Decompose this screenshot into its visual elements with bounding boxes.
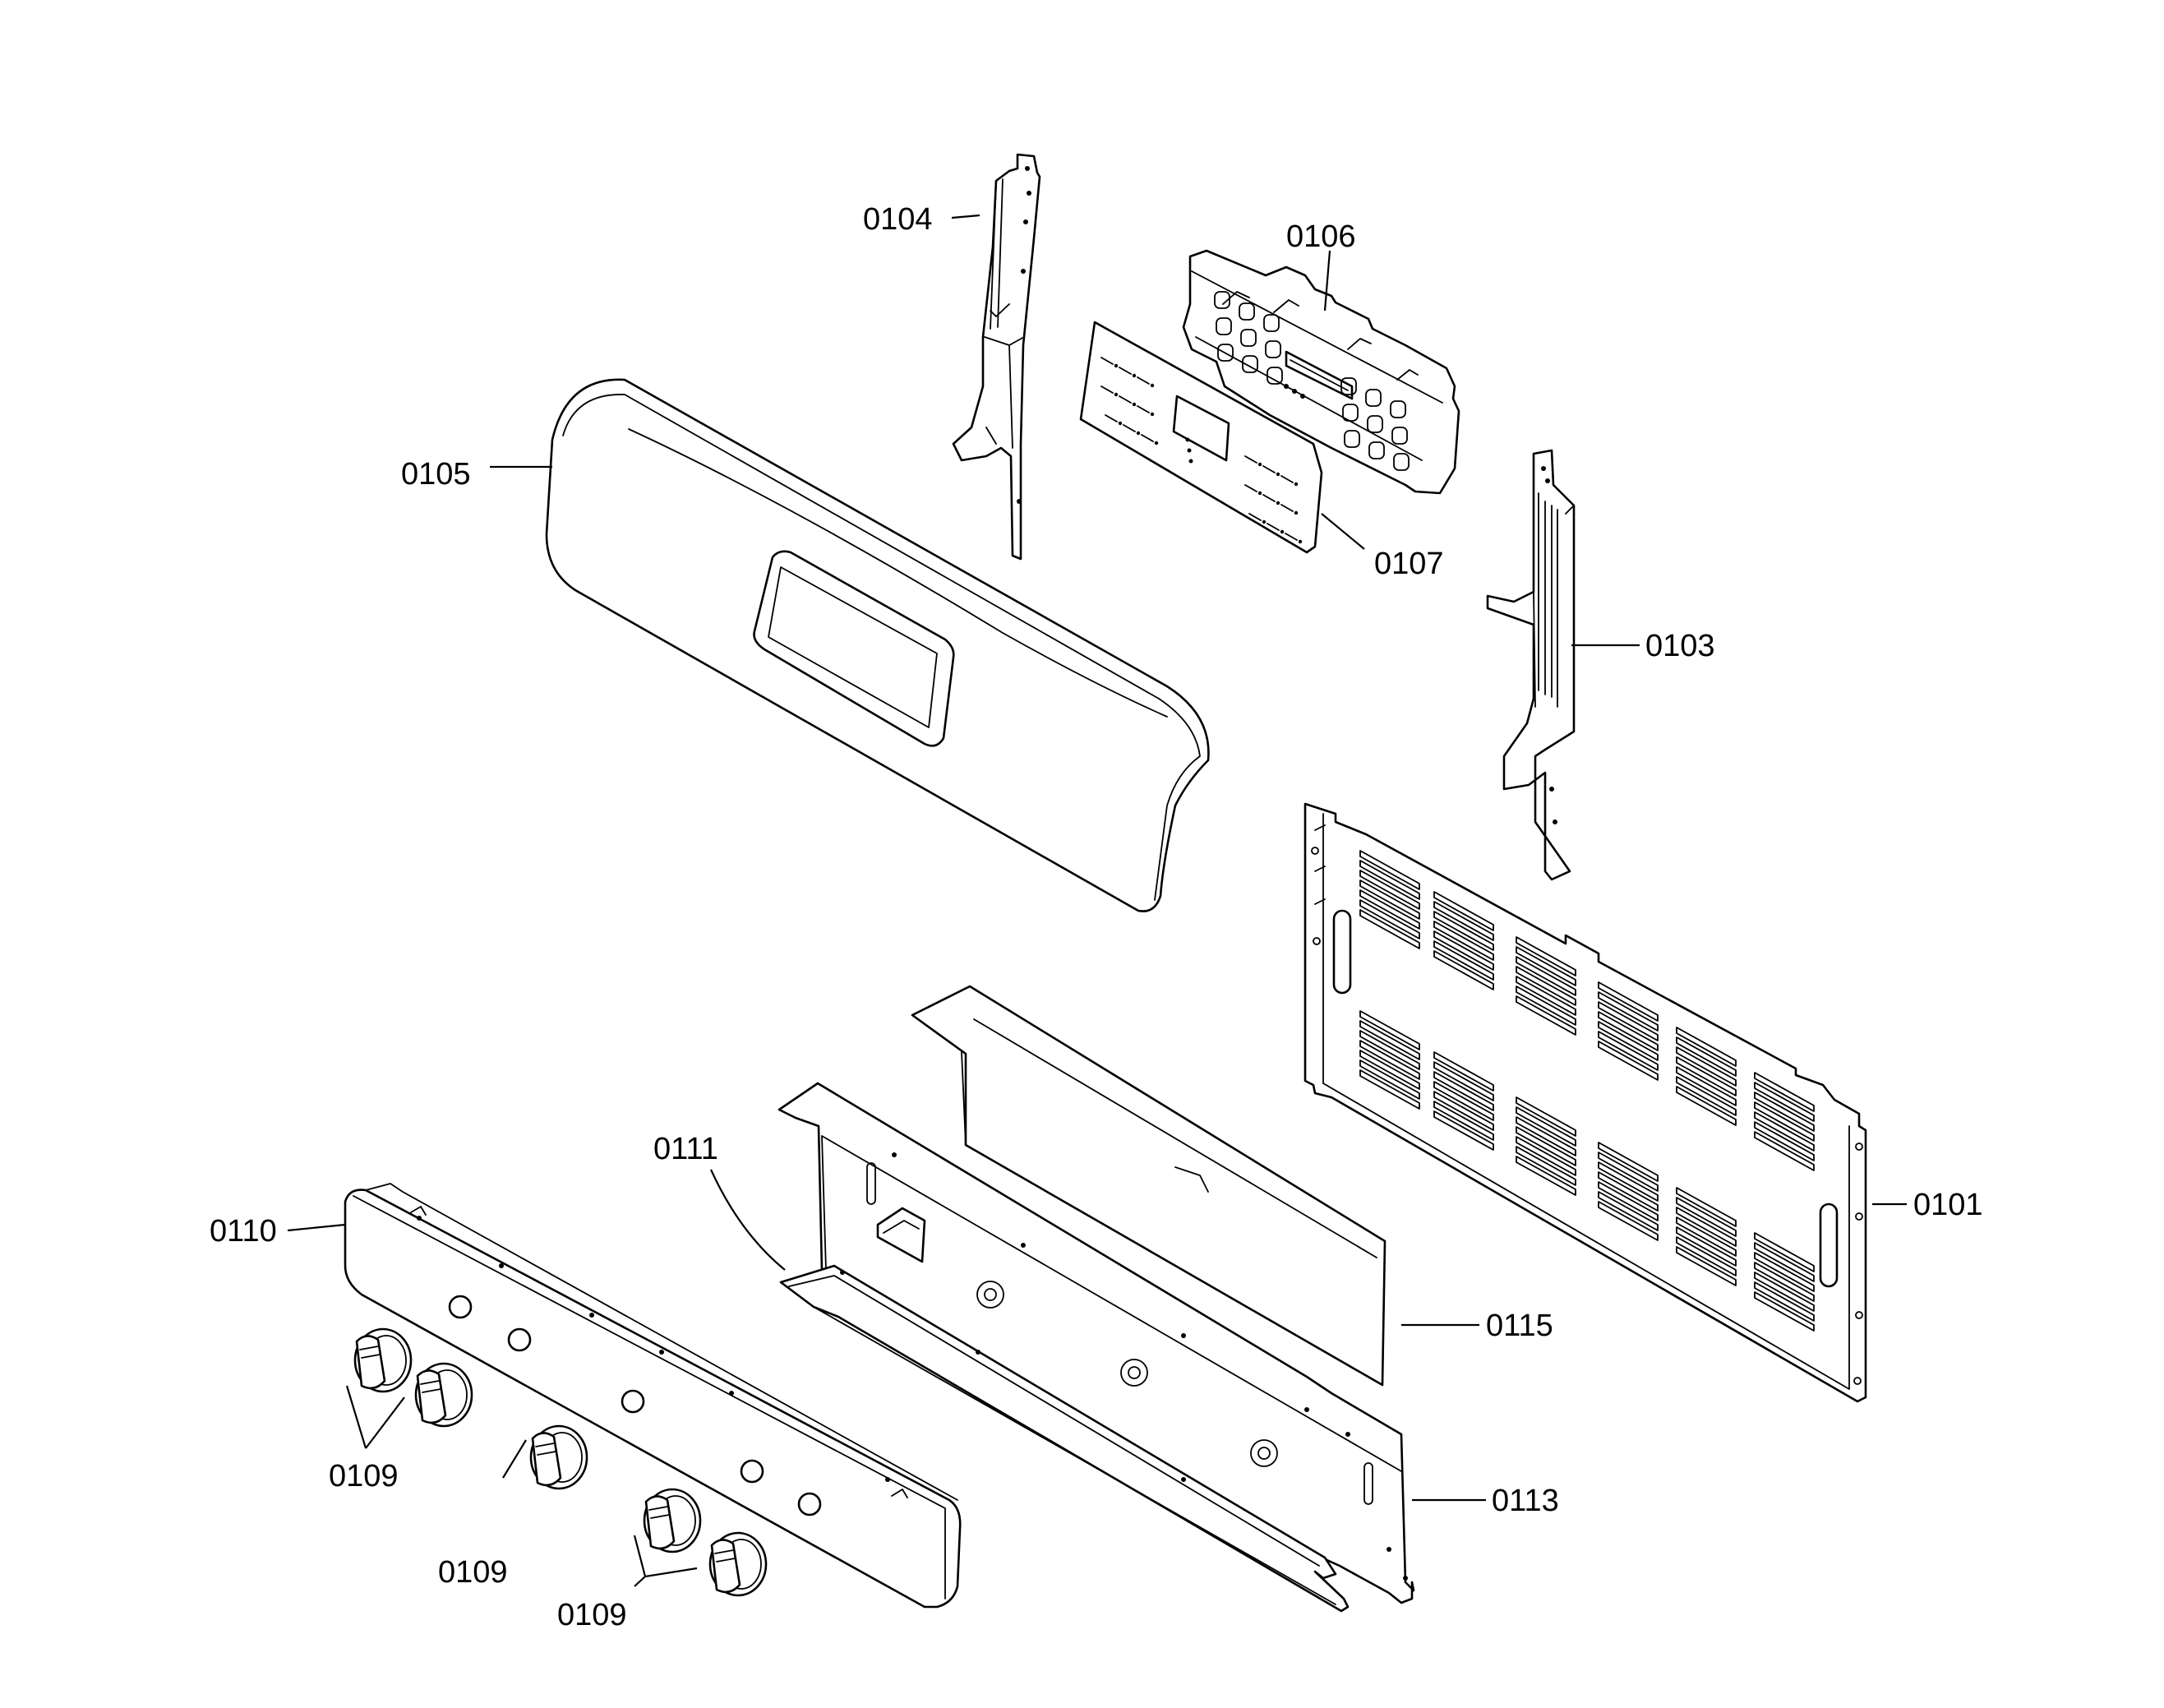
button-grid: [1214, 291, 1410, 471]
mounting-hole-icon: [1853, 1377, 1862, 1385]
control-knob-group: [353, 1327, 768, 1597]
keypad-button-icon: [1267, 367, 1283, 385]
keypad-button-icon: [1390, 400, 1406, 418]
label-0107: 0107: [1374, 547, 1444, 581]
label-0105: 0105: [401, 457, 471, 492]
mounting-hole-icon: [1250, 1439, 1278, 1467]
mounting-hole-icon: [1855, 1212, 1863, 1221]
rear-vented-panel: [1303, 802, 1867, 1403]
keypad-button-icon: [1265, 340, 1281, 358]
control-knob-icon: [643, 1488, 702, 1553]
front-control-panel: [344, 1183, 962, 1609]
left-end-bracket: [952, 153, 1041, 561]
keypad-button-icon: [1214, 291, 1230, 309]
keypad-button-icon: [1217, 344, 1234, 362]
mounting-hole-icon: [1120, 1359, 1148, 1387]
hand-slot-icon: [1332, 909, 1352, 995]
label-0109-right: 0109: [557, 1598, 627, 1632]
console-cover: [545, 378, 1210, 912]
part-labels: 0104 0106 0105 0107 0103 0101 0111 0110 …: [210, 202, 1983, 1632]
knob-hole-icon: [448, 1295, 473, 1319]
knob-hole-icon: [740, 1459, 764, 1484]
label-0101: 0101: [1913, 1188, 1983, 1222]
control-overlay: [1079, 321, 1323, 554]
keypad-button-icon: [1263, 314, 1280, 332]
label-0103: 0103: [1645, 629, 1715, 663]
control-panel-bracket: [777, 1082, 1415, 1604]
slot-icon: [866, 1162, 876, 1205]
keypad-button-icon: [1242, 355, 1258, 373]
keypad-button-icon: [1367, 415, 1383, 433]
right-end-bracket: [1486, 449, 1576, 881]
control-knob-icon: [353, 1327, 413, 1393]
keypad-button-icon: [1342, 404, 1359, 422]
knob-hole-icon: [507, 1327, 532, 1352]
keypad-button-icon: [1365, 389, 1382, 407]
keypad-button-icon: [1240, 329, 1257, 347]
label-0110: 0110: [210, 1214, 277, 1249]
label-0115: 0115: [1486, 1309, 1553, 1343]
trim-strip: [779, 1264, 1350, 1613]
mounting-hole-icon: [1855, 1143, 1863, 1151]
keypad-button-icon: [1216, 317, 1232, 335]
label-0106: 0106: [1286, 219, 1356, 254]
mounting-hole-icon: [976, 1281, 1004, 1309]
keypad-button-icon: [1391, 427, 1408, 445]
slot-icon: [1363, 1462, 1373, 1505]
mounting-hole-icon: [1313, 937, 1321, 945]
label-0104: 0104: [863, 202, 933, 237]
label-0113: 0113: [1492, 1484, 1559, 1518]
keypad-button-icon: [1239, 302, 1255, 321]
keypad-button-icon: [1344, 430, 1360, 448]
knob-hole-icon: [797, 1492, 822, 1516]
control-board: [1182, 249, 1460, 495]
control-knob-icon: [529, 1424, 588, 1490]
label-0111: 0111: [653, 1132, 718, 1166]
mounting-hole-icon: [1311, 847, 1319, 855]
mounting-hole-icon: [1855, 1311, 1863, 1319]
keypad-button-icon: [1393, 453, 1410, 471]
vent-slot-icon: [1359, 850, 1815, 1332]
heat-shield: [911, 985, 1387, 1387]
knob-hole-icon: [621, 1389, 645, 1414]
label-0109-left: 0109: [329, 1459, 399, 1493]
control-knob-icon: [414, 1362, 473, 1428]
hand-slot-icon: [1819, 1203, 1839, 1288]
keypad-button-icon: [1368, 441, 1385, 459]
leader-lines: [287, 214, 1907, 1587]
control-knob-icon: [708, 1531, 768, 1597]
label-0109-center: 0109: [438, 1555, 508, 1590]
